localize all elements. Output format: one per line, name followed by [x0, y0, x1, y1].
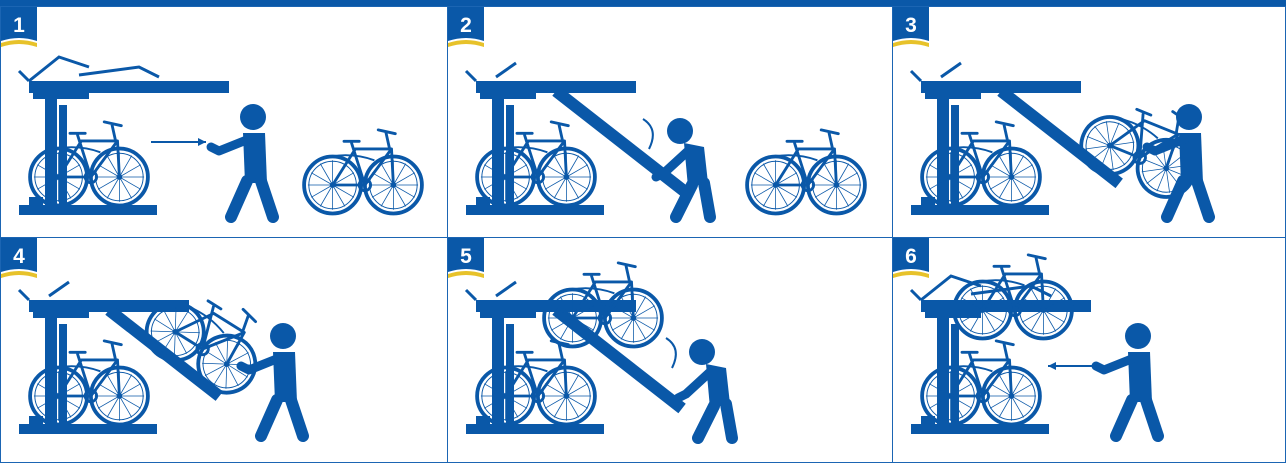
step-number: 4 [1, 245, 37, 269]
step-number: 1 [1, 14, 37, 38]
step-badge: 6 [893, 238, 937, 282]
step-number: 5 [448, 245, 484, 269]
step-illustration-5 [448, 238, 895, 463]
step-panel-4: 4 [0, 237, 450, 463]
step-illustration-1 [1, 7, 450, 240]
step-illustration-6 [893, 238, 1286, 463]
step-badge: 5 [448, 238, 492, 282]
step-panel-5: 5 [447, 237, 895, 463]
step-panel-2: 2 [447, 6, 895, 240]
step-number: 3 [893, 14, 929, 38]
step-panel-6: 6 [892, 237, 1286, 463]
step-number: 6 [893, 245, 929, 269]
step-panel-3: 3 [892, 6, 1286, 240]
step-illustration-3 [893, 7, 1286, 240]
step-badge: 2 [448, 7, 492, 51]
step-badge: 3 [893, 7, 937, 51]
step-number: 2 [448, 14, 484, 38]
step-badge: 4 [1, 238, 45, 282]
step-illustration-4 [1, 238, 450, 463]
step-badge: 1 [1, 7, 45, 51]
step-illustration-2 [448, 7, 895, 240]
step-panel-1: 1 [0, 6, 450, 240]
